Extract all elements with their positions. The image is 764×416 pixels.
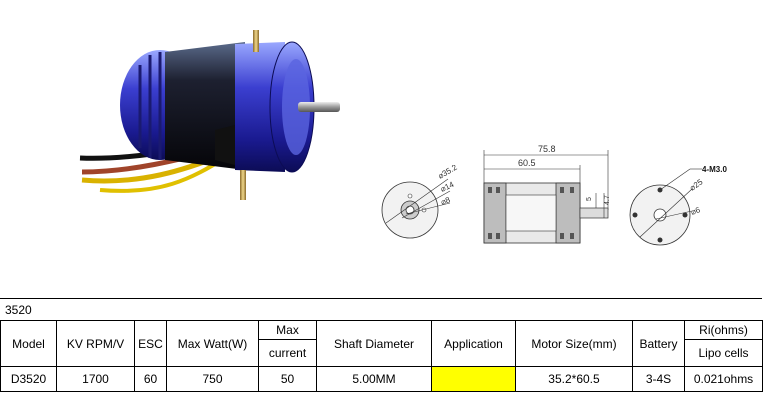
cell-model: D3520	[0, 366, 57, 392]
header-ri-top: Ri(ohms)	[684, 320, 763, 340]
header-max-current-bottom: current	[258, 339, 317, 367]
spec-table-title: 3520	[0, 298, 762, 320]
header-esc: ESC	[134, 320, 167, 367]
side-dim-5: 5	[586, 197, 593, 201]
side-view-drawing: 75.8 60.5 5 4.7	[483, 144, 611, 244]
product-hero: ⌀35.2 ⌀14 ⌀8 75.8 60.5 5 4.7	[79, 30, 727, 246]
spec-table: Model KV RPM/V ESC Max Watt(W) Max Shaft…	[0, 320, 763, 392]
header-max-current-top: Max	[258, 320, 317, 340]
rear-dim-25: ⌀25	[688, 177, 705, 193]
rear-view-drawing: 4-M3.0 ⌀25 ⌀6	[629, 165, 727, 246]
front-dim-14: ⌀14	[439, 180, 456, 194]
header-motor-size: Motor Size(mm)	[515, 320, 633, 367]
side-dim-total: 75.8	[538, 144, 556, 154]
cell-battery: 3-4S	[632, 366, 685, 392]
header-battery: Battery	[632, 320, 685, 367]
cell-max-current: 50	[258, 366, 317, 392]
cell-ri: 0.021ohms	[684, 366, 763, 392]
header-max-watt: Max Watt(W)	[166, 320, 259, 367]
front-dim-352: ⌀35.2	[437, 165, 460, 181]
front-view-drawing: ⌀35.2 ⌀14 ⌀8	[381, 165, 460, 239]
header-kv: KV RPM/V	[56, 320, 135, 367]
cell-motor-size: 35.2*60.5	[515, 366, 633, 392]
cell-max-watt: 750	[166, 366, 259, 392]
header-shaft: Shaft Diameter	[316, 320, 432, 367]
header-row-2: current Lipo cells	[1, 339, 763, 367]
side-dim-body: 60.5	[518, 158, 536, 168]
rear-holes-label: 4-M3.0	[702, 165, 727, 174]
side-dim-47: 4.7	[604, 195, 611, 205]
header-application: Application	[431, 320, 516, 367]
header-ri-bottom: Lipo cells	[684, 339, 763, 367]
table-row: D3520 1700 60 750 50 5.00MM 35.2*60.5 3-…	[0, 366, 763, 392]
cell-esc: 60	[134, 366, 167, 392]
motor-photo	[79, 30, 340, 200]
cell-application	[431, 366, 516, 392]
front-dim-8: ⌀8	[440, 195, 452, 207]
header-row-1: Model KV RPM/V ESC Max Watt(W) Max Shaft…	[0, 320, 763, 367]
cell-shaft: 5.00MM	[316, 366, 432, 392]
header-model: Model	[0, 320, 57, 367]
rear-dim-6: ⌀6	[690, 205, 702, 217]
cell-kv: 1700	[56, 366, 135, 392]
